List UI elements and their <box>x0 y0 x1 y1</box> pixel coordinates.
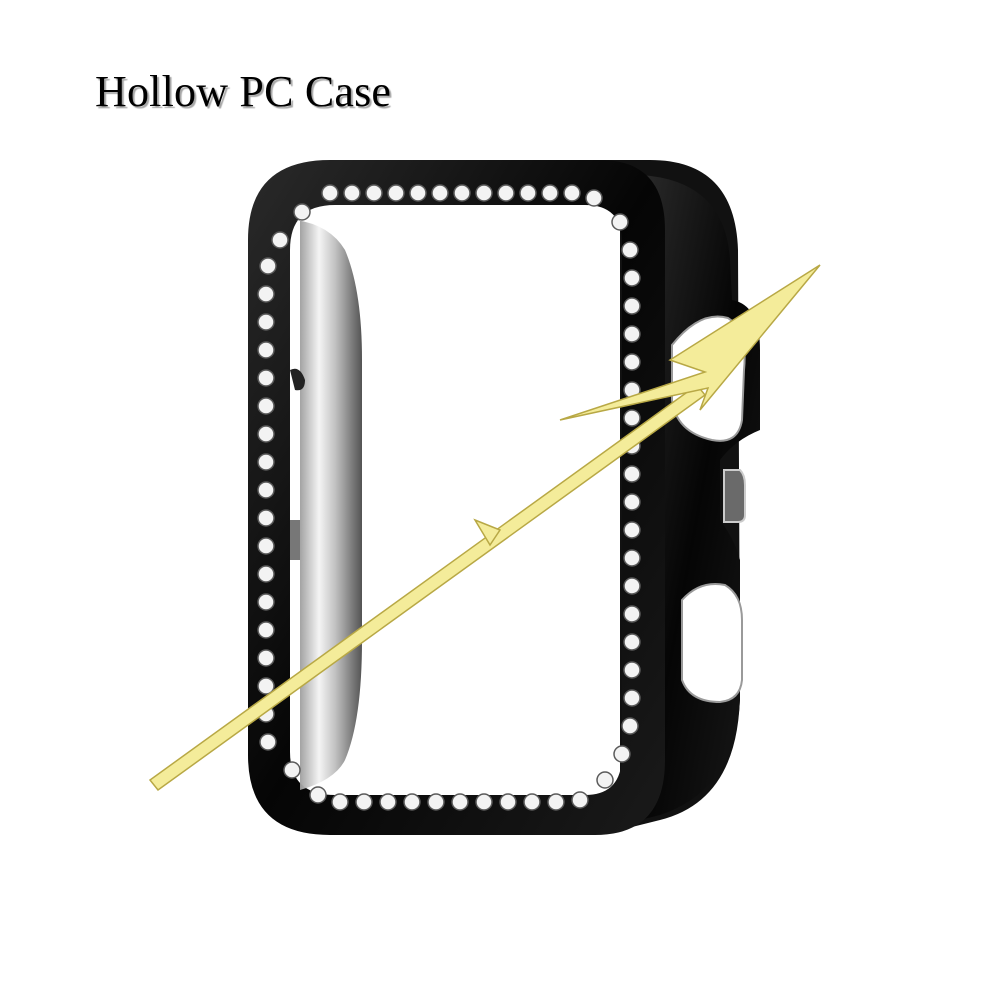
arrow-icon <box>148 264 821 792</box>
inner-slot-2 <box>290 520 300 560</box>
inner-button-hole-1 <box>290 368 305 391</box>
side-button-slot <box>723 469 746 523</box>
side-cutout-bottom <box>681 583 743 704</box>
inner-silver-lining <box>296 220 362 790</box>
product-title: Hollow PC Case <box>95 67 392 116</box>
